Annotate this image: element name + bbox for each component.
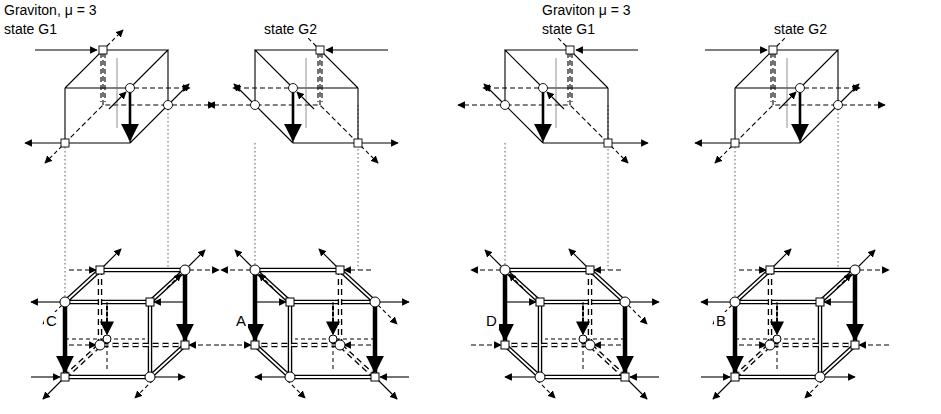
top-cube	[458, 30, 648, 163]
panel-letter: A	[234, 312, 248, 329]
label-position: Graviton, μ = 3	[2, 2, 99, 19]
top-cube	[695, 30, 885, 163]
panel-letter: C	[44, 312, 59, 329]
bottom-cube	[31, 249, 219, 399]
state-label: state G1	[540, 21, 597, 38]
label-position: C	[44, 312, 59, 329]
label-position: D	[484, 312, 499, 329]
bottom-cube	[221, 249, 409, 399]
panel-letter: B	[714, 312, 728, 329]
label-position: A	[234, 312, 248, 329]
state-label: state G2	[262, 21, 319, 38]
label-position: Graviton μ = 3	[540, 2, 633, 19]
label-position: state G1	[540, 21, 597, 38]
top-cube	[208, 30, 398, 163]
bottom-cube	[701, 249, 889, 399]
label-position: state G2	[262, 21, 319, 38]
label-position: state G2	[772, 21, 829, 38]
label-position: B	[714, 312, 728, 329]
heading-text: Graviton μ = 3	[540, 2, 633, 19]
label-position: state G1	[2, 21, 59, 38]
state-label: state G1	[2, 21, 59, 38]
top-cube	[25, 30, 215, 163]
heading-text: Graviton, μ = 3	[2, 2, 99, 19]
panel-letter: D	[484, 312, 499, 329]
bottom-cube	[471, 249, 659, 399]
state-label: state G2	[772, 21, 829, 38]
